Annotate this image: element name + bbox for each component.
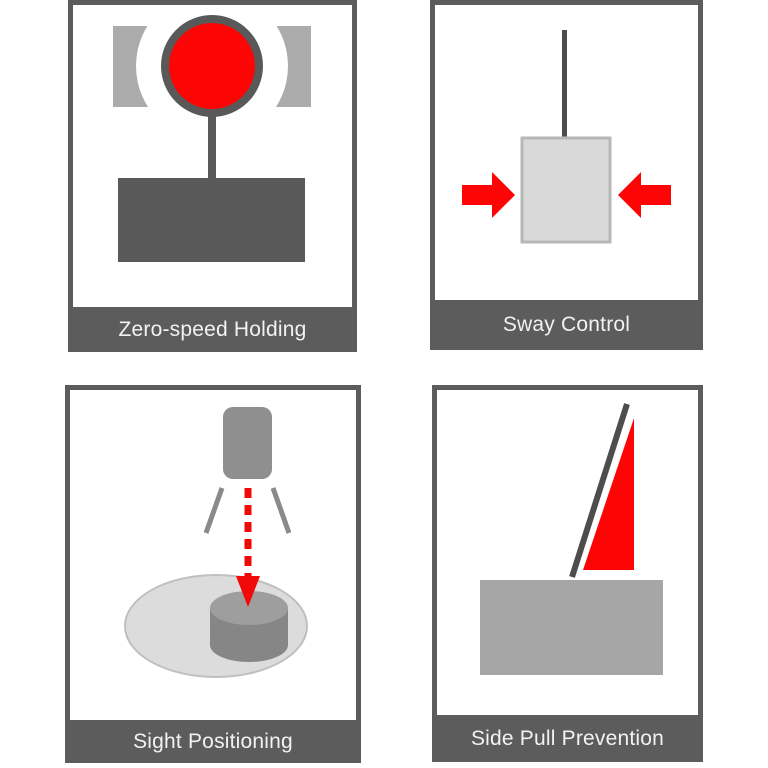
suspended-load-block — [520, 136, 612, 244]
anti-sway-arrows-icon — [462, 30, 671, 244]
tilted-rope-wedge-icon — [480, 403, 663, 675]
caption-text: Sight Positioning — [133, 729, 293, 753]
sight-positioning-canvas — [70, 390, 356, 720]
cylinder-top — [210, 591, 288, 625]
sight-arrowhead — [236, 576, 260, 607]
side-pull-angle-wedge — [583, 418, 634, 570]
caption-text: Zero-speed Holding — [118, 317, 307, 341]
camera-right-leg — [270, 487, 292, 534]
right-red-arrow — [618, 172, 671, 218]
panel-sight-positioning: Sight Positioning — [65, 385, 361, 763]
caption-side-pull-prevention: Side Pull Prevention — [432, 715, 703, 762]
camera-body — [223, 407, 272, 479]
side-pull-prevention-canvas — [437, 390, 698, 715]
caption-text: Sway Control — [502, 313, 631, 336]
hoist-rope — [562, 30, 567, 140]
panel-side-pull-prevention: Side Pull Prevention — [432, 385, 703, 762]
load-block — [480, 580, 663, 675]
sway-control-canvas — [435, 5, 698, 300]
camera-left-leg — [203, 487, 225, 534]
caption-zero-speed-holding: Zero-speed Holding — [68, 307, 357, 352]
tilted-rope — [569, 403, 630, 578]
hook-brake-icon — [113, 5, 311, 262]
left-red-arrow — [462, 172, 515, 218]
red-pulley-circle — [161, 15, 263, 117]
held-load-block — [118, 178, 305, 262]
panel-sway-control: Sway Control — [430, 0, 703, 350]
caption-text: Side Pull Prevention — [470, 726, 665, 750]
panel-zero-speed-holding: Zero-speed Holding — [68, 0, 357, 352]
zero-speed-holding-canvas — [73, 5, 352, 307]
caption-sight-positioning: Sight Positioning — [65, 720, 361, 763]
camera-target-icon — [124, 407, 308, 678]
caption-sway-control: Sway Control — [430, 300, 703, 350]
hook-stem — [208, 111, 216, 179]
